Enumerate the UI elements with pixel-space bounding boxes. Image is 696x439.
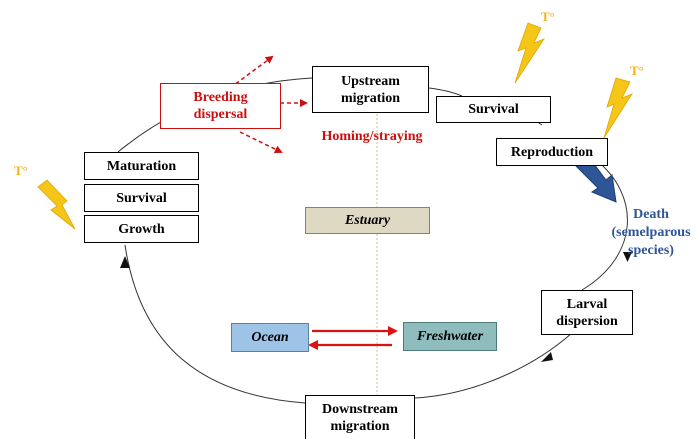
temperature-label-right: T° — [630, 63, 644, 78]
temperature-label-top: T° — [541, 9, 555, 24]
downstream-migration-box: Downstream migration — [305, 395, 415, 439]
cycle-arc-bottom-right — [414, 332, 573, 399]
cycle-arrowhead-bottom — [541, 352, 553, 362]
estuary-box: Estuary — [305, 207, 430, 234]
breeding-dispersal-box: Breeding dispersal — [160, 83, 281, 129]
reproduction-box: Reproduction — [496, 138, 608, 166]
death-label: Death (semelparous species) — [611, 207, 691, 258]
lightning-icon-left — [37, 179, 76, 230]
cycle-arrowhead-right — [623, 252, 632, 262]
maturation-box: Maturation — [84, 152, 199, 180]
dispersal-arrow-down — [239, 131, 283, 153]
cycle-arc-bottom-left — [124, 244, 306, 404]
cycle-arc-top — [428, 87, 463, 97]
lightning-icon-top — [514, 22, 546, 84]
homing-straying-label: Homing/straying — [321, 129, 423, 144]
dispersal-arrow-up — [229, 55, 274, 89]
growth-box: Growth — [84, 215, 199, 243]
lightning-icon-right — [603, 77, 634, 139]
ocean-box: Ocean — [231, 323, 309, 352]
cycle-arrowhead-left — [120, 256, 130, 268]
freshwater-box: Freshwater — [403, 322, 497, 351]
upstream-migration-box: Upstream migration — [312, 66, 429, 113]
larval-dispersion-box: Larval dispersion — [541, 290, 633, 335]
survival-top-box: Survival — [436, 96, 551, 123]
temperature-label-left: T° — [14, 163, 28, 178]
survival-left-box: Survival — [84, 184, 199, 212]
